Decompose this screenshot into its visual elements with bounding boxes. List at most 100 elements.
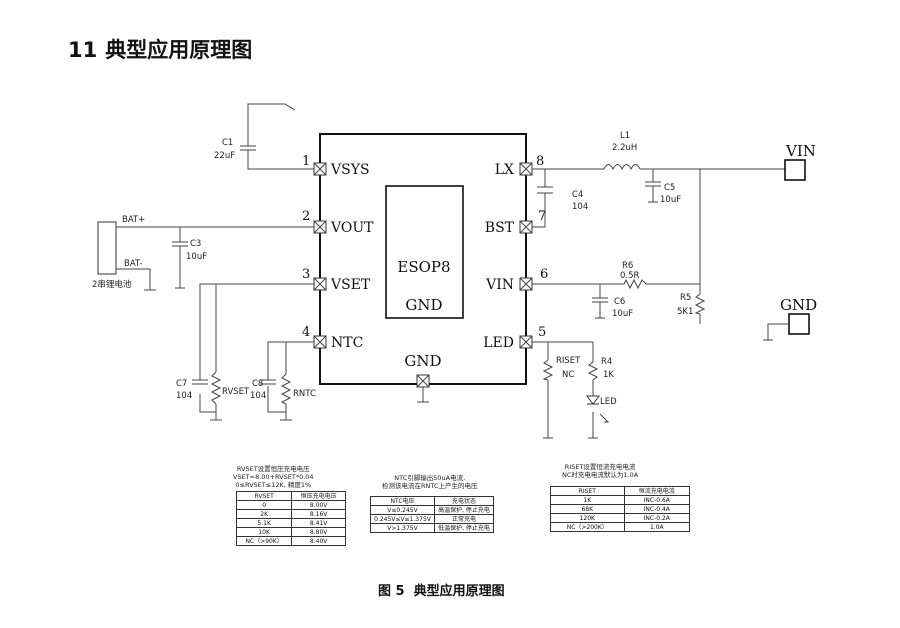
svg-text:BAT+: BAT+: [122, 215, 145, 225]
capacitor-c5: C5 10uF: [645, 169, 681, 205]
svg-text:10uF: 10uF: [612, 309, 633, 319]
pin-bst: 7 BST: [485, 209, 547, 236]
svg-text:L1: L1: [620, 131, 630, 141]
battery: BAT+ BAT- 2串锂电池: [92, 215, 145, 290]
svg-text:BAT-: BAT-: [124, 259, 142, 269]
pin-vin: 6 VIN: [485, 267, 548, 293]
figure-title: 典型应用原理图: [413, 584, 505, 599]
svg-text:1K: 1K: [603, 370, 614, 380]
svg-text:VOUT: VOUT: [330, 220, 374, 236]
table-row: NC（>90K）8.40V: [235, 536, 346, 546]
svg-text:10uF: 10uF: [660, 195, 681, 205]
svg-text:1: 1: [302, 154, 310, 169]
svg-text:BST: BST: [485, 220, 515, 236]
wire-vset: [199, 283, 314, 421]
svg-text:NTC: NTC: [331, 335, 363, 351]
svg-text:NC: NC: [562, 370, 574, 380]
svg-text:2.2uH: 2.2uH: [612, 143, 637, 153]
chip-package-label: ESOP8: [397, 258, 450, 276]
pin-ntc: 4 NTC: [302, 325, 363, 351]
pin-gnd-bottom: [416, 374, 430, 403]
svg-text:LED: LED: [600, 397, 617, 407]
terminal-gnd: GND: [763, 296, 817, 341]
ntc-table-note: NTC引脚输出50uA电流, 检测该电流在RNTC上产生的电压: [382, 474, 478, 490]
svg-text:VIN: VIN: [485, 277, 514, 293]
pin-vsys: 1 VSYS: [302, 154, 370, 178]
svg-text:VIN: VIN: [785, 142, 816, 160]
svg-text:RVSET: RVSET: [222, 387, 250, 397]
iset-table-note: RISET设置恒流充电电流 NC时充电电流默认为1.0A: [562, 463, 639, 479]
capacitor-c8: C8 104: [250, 379, 276, 401]
resistor-r6: R6 0.5R: [620, 261, 647, 290]
pin-lx: 8 LX: [495, 154, 545, 178]
svg-text:22uF: 22uF: [214, 151, 235, 161]
capacitor-c4: C4 104: [537, 186, 588, 212]
terminal-vin: VIN: [784, 142, 816, 181]
svg-text:VSYS: VSYS: [330, 162, 370, 178]
svg-text:VSET: VSET: [330, 277, 371, 293]
capacitor-c1: C1 22uF: [214, 103, 314, 170]
pin-vout: 2 VOUT: [302, 209, 374, 236]
svg-text:GND: GND: [780, 296, 817, 314]
svg-text:2: 2: [302, 209, 310, 224]
svg-text:104: 104: [572, 202, 588, 212]
svg-text:8: 8: [536, 154, 544, 169]
svg-text:3: 3: [302, 267, 310, 282]
figure-caption: 图 5 典型应用原理图: [378, 580, 505, 599]
svg-text:C8: C8: [252, 379, 263, 389]
wire-vout: [116, 226, 314, 291]
svg-text:6: 6: [540, 267, 548, 282]
svg-text:RISET: RISET: [556, 356, 581, 366]
pin-led: 5 LED: [483, 325, 546, 351]
svg-text:4: 4: [302, 325, 310, 340]
svg-text:R4: R4: [601, 357, 612, 367]
chip-center-pad: [385, 185, 464, 319]
page-title: 11 典型应用原理图: [68, 34, 260, 64]
svg-text:C6: C6: [614, 297, 625, 307]
chip-pad-label: GND: [405, 296, 442, 314]
resistor-r4: R4 1K: [587, 357, 614, 381]
svg-text:104: 104: [250, 391, 266, 401]
svg-text:LX: LX: [495, 162, 514, 178]
svg-text:C1: C1: [222, 138, 233, 148]
svg-text:0.5R: 0.5R: [620, 271, 640, 281]
svg-text:C3: C3: [190, 239, 201, 249]
figure-number: 图 5: [378, 584, 405, 599]
capacitor-c6: C6 10uF: [592, 297, 633, 319]
resistor-rntc: RNTC: [280, 342, 316, 412]
wire-ntc: [267, 341, 314, 421]
wire-led: [532, 341, 598, 439]
section-number: 11: [68, 38, 98, 62]
resistor-r5: R5 5K1: [677, 293, 706, 317]
resistor-rvset: RVSET: [210, 284, 250, 412]
svg-text:104: 104: [176, 391, 192, 401]
svg-text:5K1: 5K1: [677, 307, 693, 317]
inductor-l1: L1 2.2uH: [603, 131, 641, 171]
svg-text:10uF: 10uF: [186, 252, 207, 262]
svg-text:5: 5: [538, 325, 546, 340]
vset-table-note: RVSET设置恒压充电电压 VSET=8.00+RVSET*0.04 0≤RVS…: [233, 465, 314, 489]
svg-text:R6: R6: [622, 261, 633, 271]
section-title: 典型应用原理图: [105, 38, 253, 62]
svg-text:C4: C4: [572, 190, 583, 200]
wire-lx: [532, 168, 785, 228]
capacitor-c7: C7 104: [176, 379, 208, 401]
svg-text:RNTC: RNTC: [293, 389, 316, 399]
led-diode: LED: [586, 395, 617, 423]
svg-text:2串锂电池: 2串锂电池: [92, 279, 132, 290]
capacitor-c3: C3 10uF: [172, 227, 207, 289]
pin-vset: 3 VSET: [302, 267, 371, 293]
svg-text:R5: R5: [680, 293, 691, 303]
resistor-riset: RISET NC: [542, 356, 581, 381]
